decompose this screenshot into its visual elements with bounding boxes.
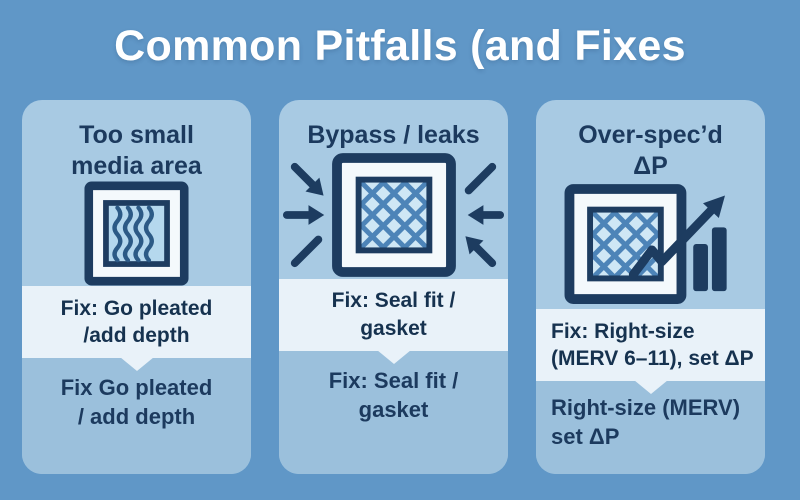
note-text-line: Fix Go pleated — [60, 375, 213, 400]
fix-note: Right-size (MERV) set ΔP — [536, 381, 765, 474]
callout-tail — [119, 357, 154, 371]
card-heading-line: Too small — [79, 121, 194, 149]
card-heading-line: Over-spec’d — [578, 121, 723, 149]
card-over-specd-delta-p: Over-spec’d ΔP — [536, 100, 765, 474]
note-text-line: Fix: Seal fit / — [328, 367, 459, 393]
fix-callout: Fix: Right-size (MERV 6–11), set ΔP — [536, 309, 765, 394]
card-heading-line: ΔP — [633, 151, 668, 180]
fix-text-line: Fix: Right-size — [551, 319, 695, 343]
fix-text-line: /add depth — [83, 324, 190, 347]
card-bypass-leaks: Bypass / leaks — [279, 100, 508, 474]
cards-container: Too small media area Fix: Go pleated /ad… — [22, 100, 765, 474]
icon-area — [22, 181, 251, 286]
fix-callout: Fix: Go pleated /add depth — [22, 286, 251, 371]
callout-tail — [376, 349, 411, 364]
filter-bypass-arrows-icon — [282, 152, 505, 277]
filter-pressure-trend-icon — [564, 184, 727, 304]
card-too-small-media-area: Too small media area Fix: Go pleated /ad… — [22, 100, 251, 474]
note-text-line: gasket — [358, 396, 429, 422]
card-heading: Bypass / leaks — [279, 100, 508, 151]
pleated-filter-icon — [84, 181, 189, 286]
card-heading-line: media area — [71, 151, 202, 180]
callout-tail — [633, 380, 668, 394]
fix-note: Fix: Seal fit / gasket — [279, 350, 508, 474]
note-text-line: / add depth — [77, 404, 196, 430]
icon-area — [279, 151, 508, 279]
fix-text-line: gasket — [360, 316, 427, 340]
fix-note: Fix Go pleated / add depth — [22, 358, 251, 474]
card-heading-line: Bypass / leaks — [307, 121, 480, 149]
fix-callout: Fix: Seal fit / gasket — [279, 278, 508, 364]
icon-area — [536, 181, 765, 309]
note-text-line: Right-size (MERV) — [551, 395, 741, 420]
fix-text-line: Fix: Seal fit / — [331, 289, 456, 313]
note-text-line: set ΔP — [551, 424, 620, 450]
card-heading: Over-spec’d ΔP — [536, 100, 765, 181]
fix-text-line: Fix: Go pleated — [60, 296, 213, 320]
card-heading: Too small media area — [22, 100, 251, 181]
fix-text-line: (MERV 6–11), set ΔP — [551, 347, 754, 370]
page-title: Common Pitfalls (and Fixes — [114, 22, 686, 70]
